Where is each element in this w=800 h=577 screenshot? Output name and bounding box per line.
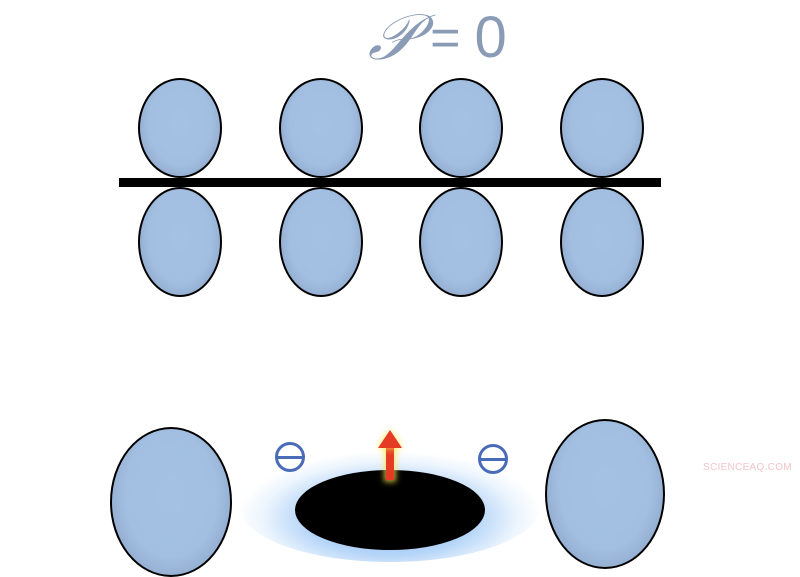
orbital-lobe-lower-3 — [419, 187, 503, 297]
bottom-panel — [0, 400, 800, 577]
orbital-lobe-lower-1 — [138, 187, 222, 297]
negative-charge-icon-right — [478, 444, 508, 474]
polarization-value: 0 — [474, 5, 507, 70]
arrow-head — [378, 430, 402, 448]
equals-sign: = — [430, 9, 461, 67]
orbital-lobe-lower-2 — [279, 187, 363, 297]
polarization-equation: 𝒫 = 0 — [365, 1, 507, 75]
up-arrow-icon — [378, 428, 402, 480]
orbital-lobe-bottom-left — [110, 427, 232, 577]
negative-charge-icon-left — [275, 442, 305, 472]
orbital-lobe-upper-1 — [138, 78, 222, 178]
orbital-lobe-upper-2 — [279, 78, 363, 178]
orbital-lobe-upper-4 — [560, 78, 644, 178]
watermark: SCIENCEAQ.COM — [703, 462, 792, 473]
orbital-lobe-upper-3 — [419, 78, 503, 178]
black-dome — [295, 470, 485, 550]
orbital-lobe-lower-4 — [560, 187, 644, 297]
orbital-lobe-bottom-right — [545, 419, 665, 569]
horizontal-axis-line — [119, 178, 661, 187]
polarization-symbol: 𝒫 — [364, 1, 422, 75]
arrow-shaft — [386, 446, 394, 480]
